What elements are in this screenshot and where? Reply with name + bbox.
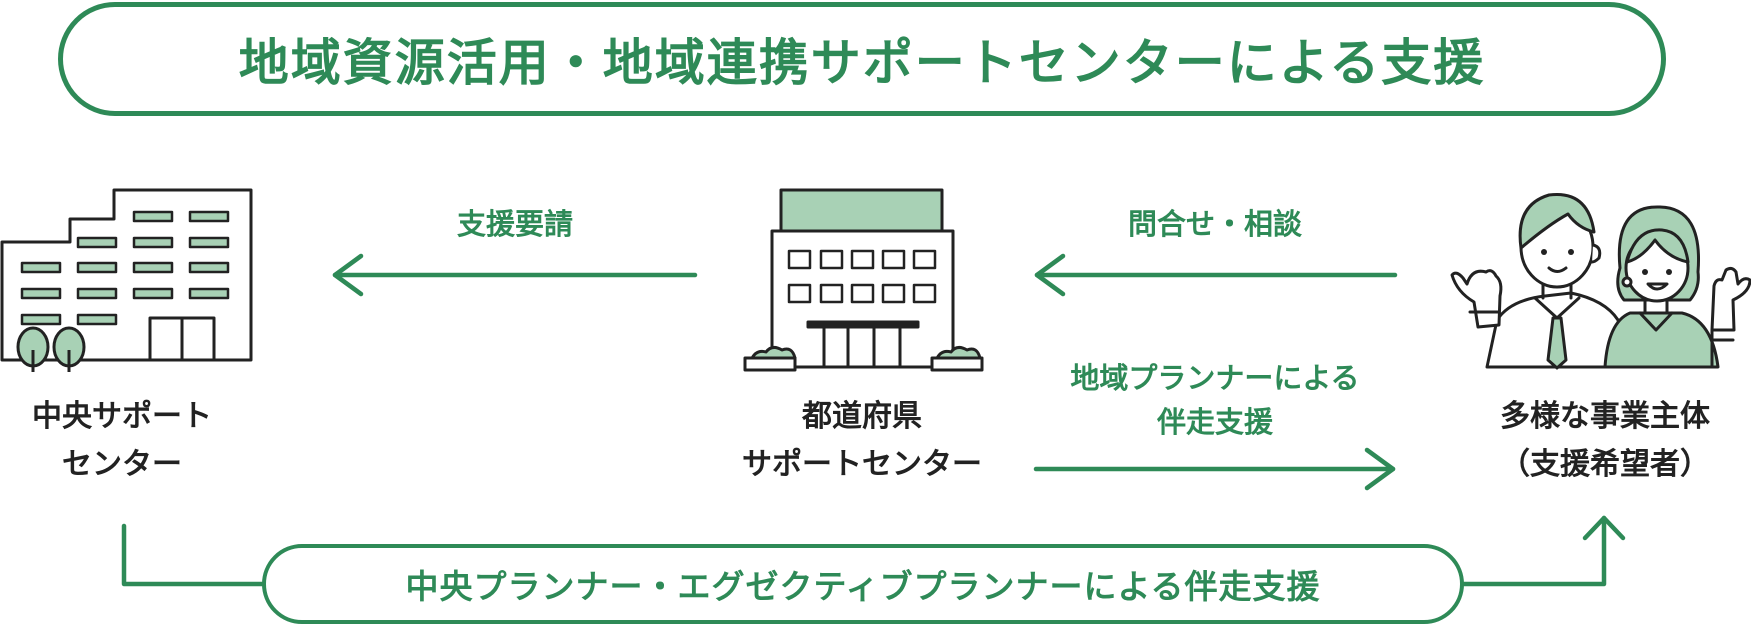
support-request-text: 支援要請	[456, 207, 573, 241]
prefectural-support-center-label: 都道府県 サポートセンター	[712, 393, 1012, 489]
central-planner-support-banner: 中央プランナー・エグゼクティブプランナーによる伴走支援	[262, 544, 1464, 624]
applicants-line1: 多様な事業主体	[1500, 399, 1710, 434]
title-banner: 地域資源活用・地域連携サポートセンターによる支援	[58, 2, 1666, 116]
applicants-people-icon	[1450, 192, 1751, 370]
regional-planner-support-label: 地域プランナーによる 伴走支援	[1030, 356, 1400, 444]
applicants-label: 多様な事業主体 （支援希望者）	[1460, 393, 1750, 489]
central-support-center-label: 中央サポート センター	[12, 393, 232, 489]
regional-planner-support-arrow	[1033, 447, 1396, 491]
central-planner-flow-connector	[121, 515, 1626, 587]
diagram-title: 地域資源活用・地域連携サポートセンターによる支援	[238, 34, 1486, 92]
support-request-label: 支援要請	[395, 202, 635, 246]
inquiry-label: 問合せ・相談	[1080, 202, 1350, 246]
central-support-center-line2: センター	[62, 447, 182, 482]
central-planner-support-label: 中央プランナー・エグゼクティブプランナーによる伴走支援	[405, 567, 1321, 606]
prefectural-support-center-line1: 都道府県	[802, 399, 922, 434]
prefectural-support-center-line2: サポートセンター	[742, 447, 982, 482]
planter-icon	[743, 345, 984, 372]
applicants-line2: （支援希望者）	[1500, 447, 1710, 482]
inquiry-arrow	[1034, 253, 1398, 297]
tree-icon	[16, 326, 86, 372]
inquiry-text: 問合せ・相談	[1127, 207, 1302, 241]
support-request-arrow	[332, 253, 698, 297]
prefectural-office-building-icon	[743, 188, 984, 372]
regional-planner-support-line1: 地域プランナーによる	[1070, 361, 1360, 395]
central-support-center-line1: 中央サポート	[32, 399, 212, 434]
regional-planner-support-line2: 伴走支援	[1156, 405, 1273, 439]
central-office-building-icon	[0, 188, 253, 372]
